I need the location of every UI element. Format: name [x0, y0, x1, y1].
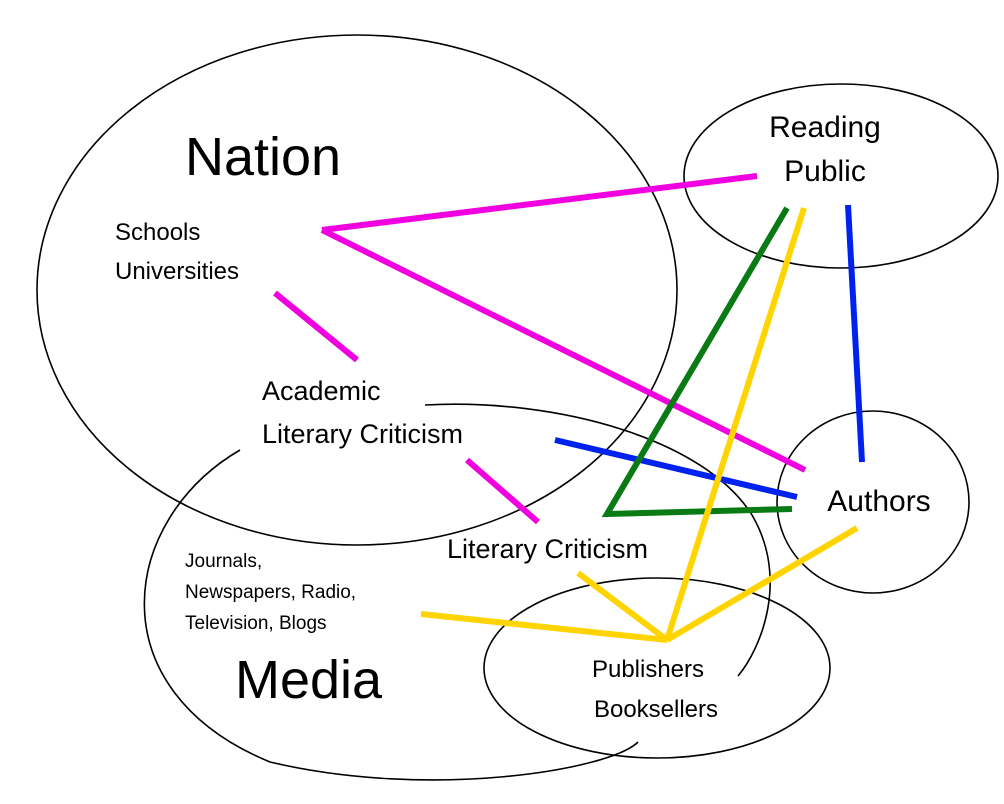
group-outlines	[36, 34, 999, 781]
connections	[273, 173, 865, 643]
connector-media-publishers	[420, 611, 668, 643]
connector-universities-academic	[273, 290, 359, 363]
television-blogs-label: Television, Blogs	[185, 613, 327, 634]
authors-ellipse	[776, 410, 970, 594]
connector-schools-reading-public	[321, 173, 758, 233]
connector-reading-public-publishers	[664, 207, 807, 641]
connector-reading-public-literary-criticism-authors	[601, 206, 793, 518]
publishers-label: Publishers	[592, 656, 704, 683]
connector-academic-literary-criticism	[465, 457, 540, 525]
connector-schools-authors	[320, 227, 807, 473]
publishers-ellipse	[483, 577, 831, 759]
nation-title: Nation	[185, 127, 341, 187]
media-ellipse-right-arc	[424, 403, 771, 677]
labels: Nation Schools Universities Academic Lit…	[115, 111, 931, 723]
nation-ellipse	[36, 34, 678, 546]
connector-academic-authors	[554, 437, 798, 500]
academic-label-line1: Academic	[262, 376, 381, 406]
academic-label-line2: Literary Criticism	[262, 419, 463, 449]
reading-public-label-line1: Reading	[769, 111, 881, 144]
authors-label: Authors	[827, 485, 930, 518]
connector-literary-criticism-publishers	[576, 570, 669, 643]
media-ellipse	[143, 449, 639, 781]
journals-label: Journals,	[185, 551, 262, 572]
universities-label: Universities	[115, 258, 239, 285]
booksellers-label: Booksellers	[594, 696, 718, 723]
literary-criticism-label: Literary Criticism	[447, 534, 648, 564]
reading-public-label-line2: Public	[784, 155, 866, 188]
reading-public-ellipse	[683, 83, 999, 269]
media-title: Media	[235, 650, 383, 710]
connector-reading-public-authors	[845, 204, 865, 463]
connector-authors-publishers	[665, 525, 859, 643]
newspapers-radio-label: Newspapers, Radio,	[185, 582, 356, 603]
schools-label: Schools	[115, 219, 200, 246]
